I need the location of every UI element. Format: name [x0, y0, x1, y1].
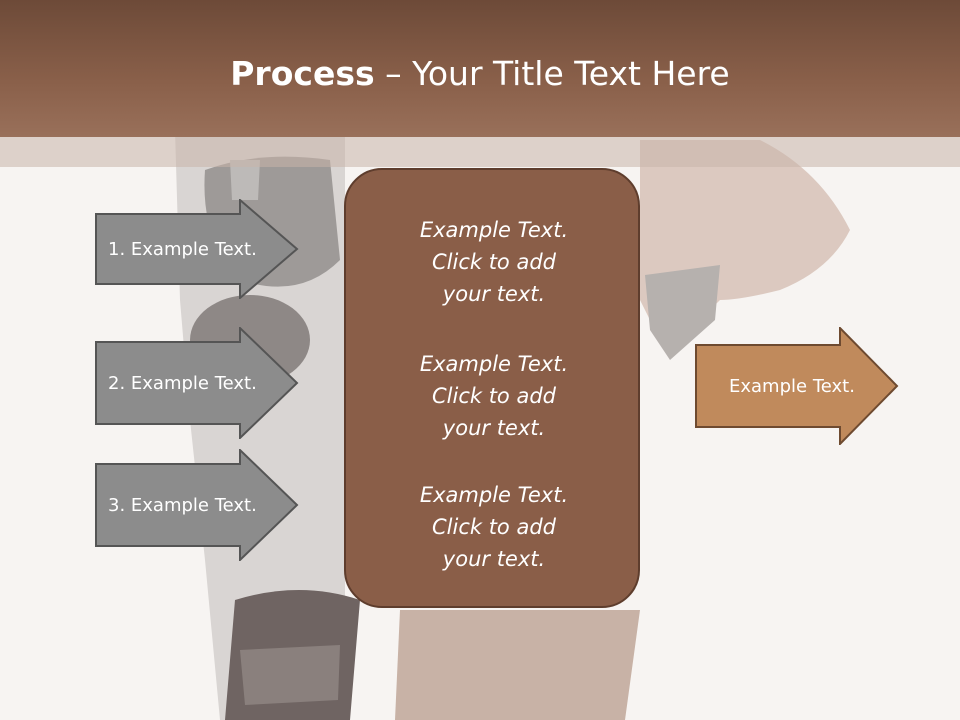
arrow-shape-icon	[95, 199, 299, 299]
paragraph-line: Click to add	[431, 515, 556, 539]
paragraph-line: Click to add	[431, 384, 556, 408]
arrow-shape-icon	[95, 449, 299, 561]
arrow-shape-icon	[95, 327, 299, 439]
paragraph-line: your text.	[442, 416, 546, 440]
slide-title[interactable]: Process – Your Title Text Here	[0, 52, 960, 96]
title-rest: – Your Title Text Here	[374, 54, 730, 93]
center-paragraph-2: Example Text. Click to add your text.	[346, 348, 642, 444]
arrow-shape-icon	[695, 327, 899, 445]
paragraph-line: Example Text.	[419, 218, 569, 242]
right-arrow-label: Example Text.	[729, 375, 855, 397]
left-arrow-2[interactable]: 2. Example Text.	[95, 327, 299, 439]
right-arrow[interactable]: Example Text.	[695, 327, 899, 445]
paragraph-line: Example Text.	[419, 352, 569, 376]
left-arrow-1[interactable]: 1. Example Text.	[95, 199, 299, 299]
paragraph-line: your text.	[442, 282, 546, 306]
center-paragraph-3: Example Text. Click to add your text.	[346, 479, 642, 575]
paragraph-line: your text.	[442, 547, 546, 571]
paragraph-line: Click to add	[431, 250, 556, 274]
title-bar	[0, 0, 960, 137]
left-arrow-3-label: 3. Example Text.	[108, 494, 257, 516]
title-bar-strip	[0, 137, 960, 167]
paragraph-line: Example Text.	[419, 483, 569, 507]
left-arrow-2-label: 2. Example Text.	[108, 372, 257, 394]
left-arrow-1-label: 1. Example Text.	[108, 238, 257, 260]
center-paragraph-1: Example Text. Click to add your text.	[346, 214, 642, 310]
center-text-box[interactable]: Example Text. Click to add your text. Ex…	[344, 168, 640, 608]
title-bold: Process	[230, 54, 375, 93]
left-arrow-3[interactable]: 3. Example Text.	[95, 449, 299, 561]
